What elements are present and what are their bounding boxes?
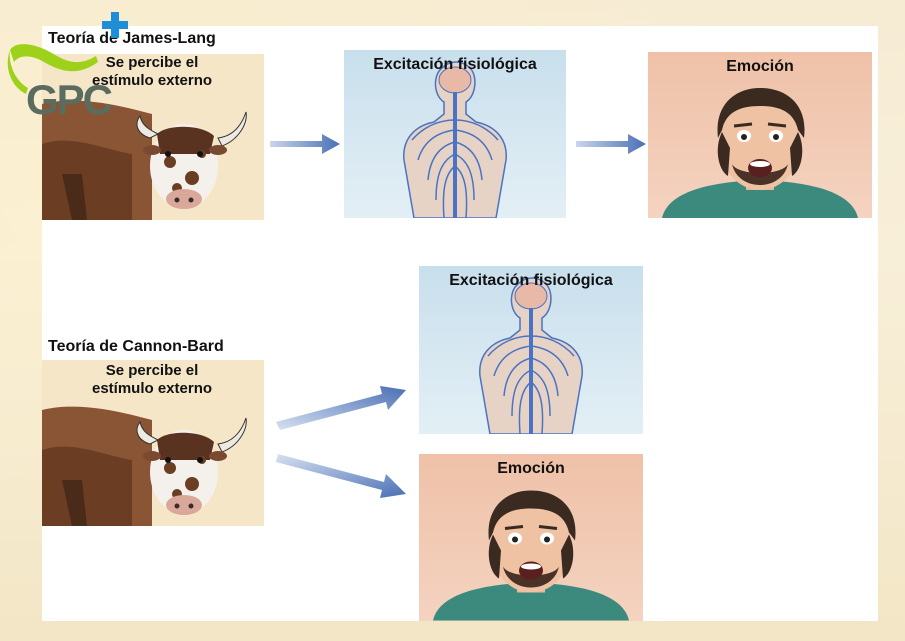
stimulus-line-2: estímulo externo xyxy=(72,380,232,398)
cannon-bard-emotion-panel: Emoción xyxy=(419,454,643,621)
arousal-label: Excitación fisiológica xyxy=(344,56,566,74)
emotion-label: Emoción xyxy=(648,58,872,76)
surprised-face-illustration xyxy=(419,454,643,621)
cannon-bard-stimulus-panel: Se percibe el estímulo externo xyxy=(42,360,264,526)
plus-icon xyxy=(100,10,130,40)
emotion-label: Emoción xyxy=(419,460,643,478)
stimulus-label: Se percibe el estímulo externo xyxy=(72,362,232,398)
arousal-label: Excitación fisiológica xyxy=(419,272,643,290)
nervous-system-illustration xyxy=(344,50,566,218)
diagram-canvas: Se percibe el estímulo externo Teoría de… xyxy=(42,26,878,621)
arrow-up-right-icon xyxy=(274,378,414,438)
arrow-right-icon xyxy=(576,132,646,156)
nervous-system-illustration xyxy=(419,266,643,434)
cannon-bard-title: Teoría de Cannon-Bard xyxy=(48,338,224,356)
arrow-right-icon xyxy=(270,132,340,156)
stimulus-line-1: Se percibe el xyxy=(72,362,232,380)
arrow-down-right-icon xyxy=(274,446,414,506)
cannon-bard-arousal-panel: Excitación fisiológica xyxy=(419,266,643,434)
gpc-logo: GPC xyxy=(6,10,136,110)
james-lange-emotion-panel: Emoción xyxy=(648,52,872,218)
james-lange-arousal-panel: Excitación fisiológica xyxy=(344,50,566,218)
logo-text: GPC xyxy=(26,76,111,124)
surprised-face-illustration xyxy=(648,52,872,218)
